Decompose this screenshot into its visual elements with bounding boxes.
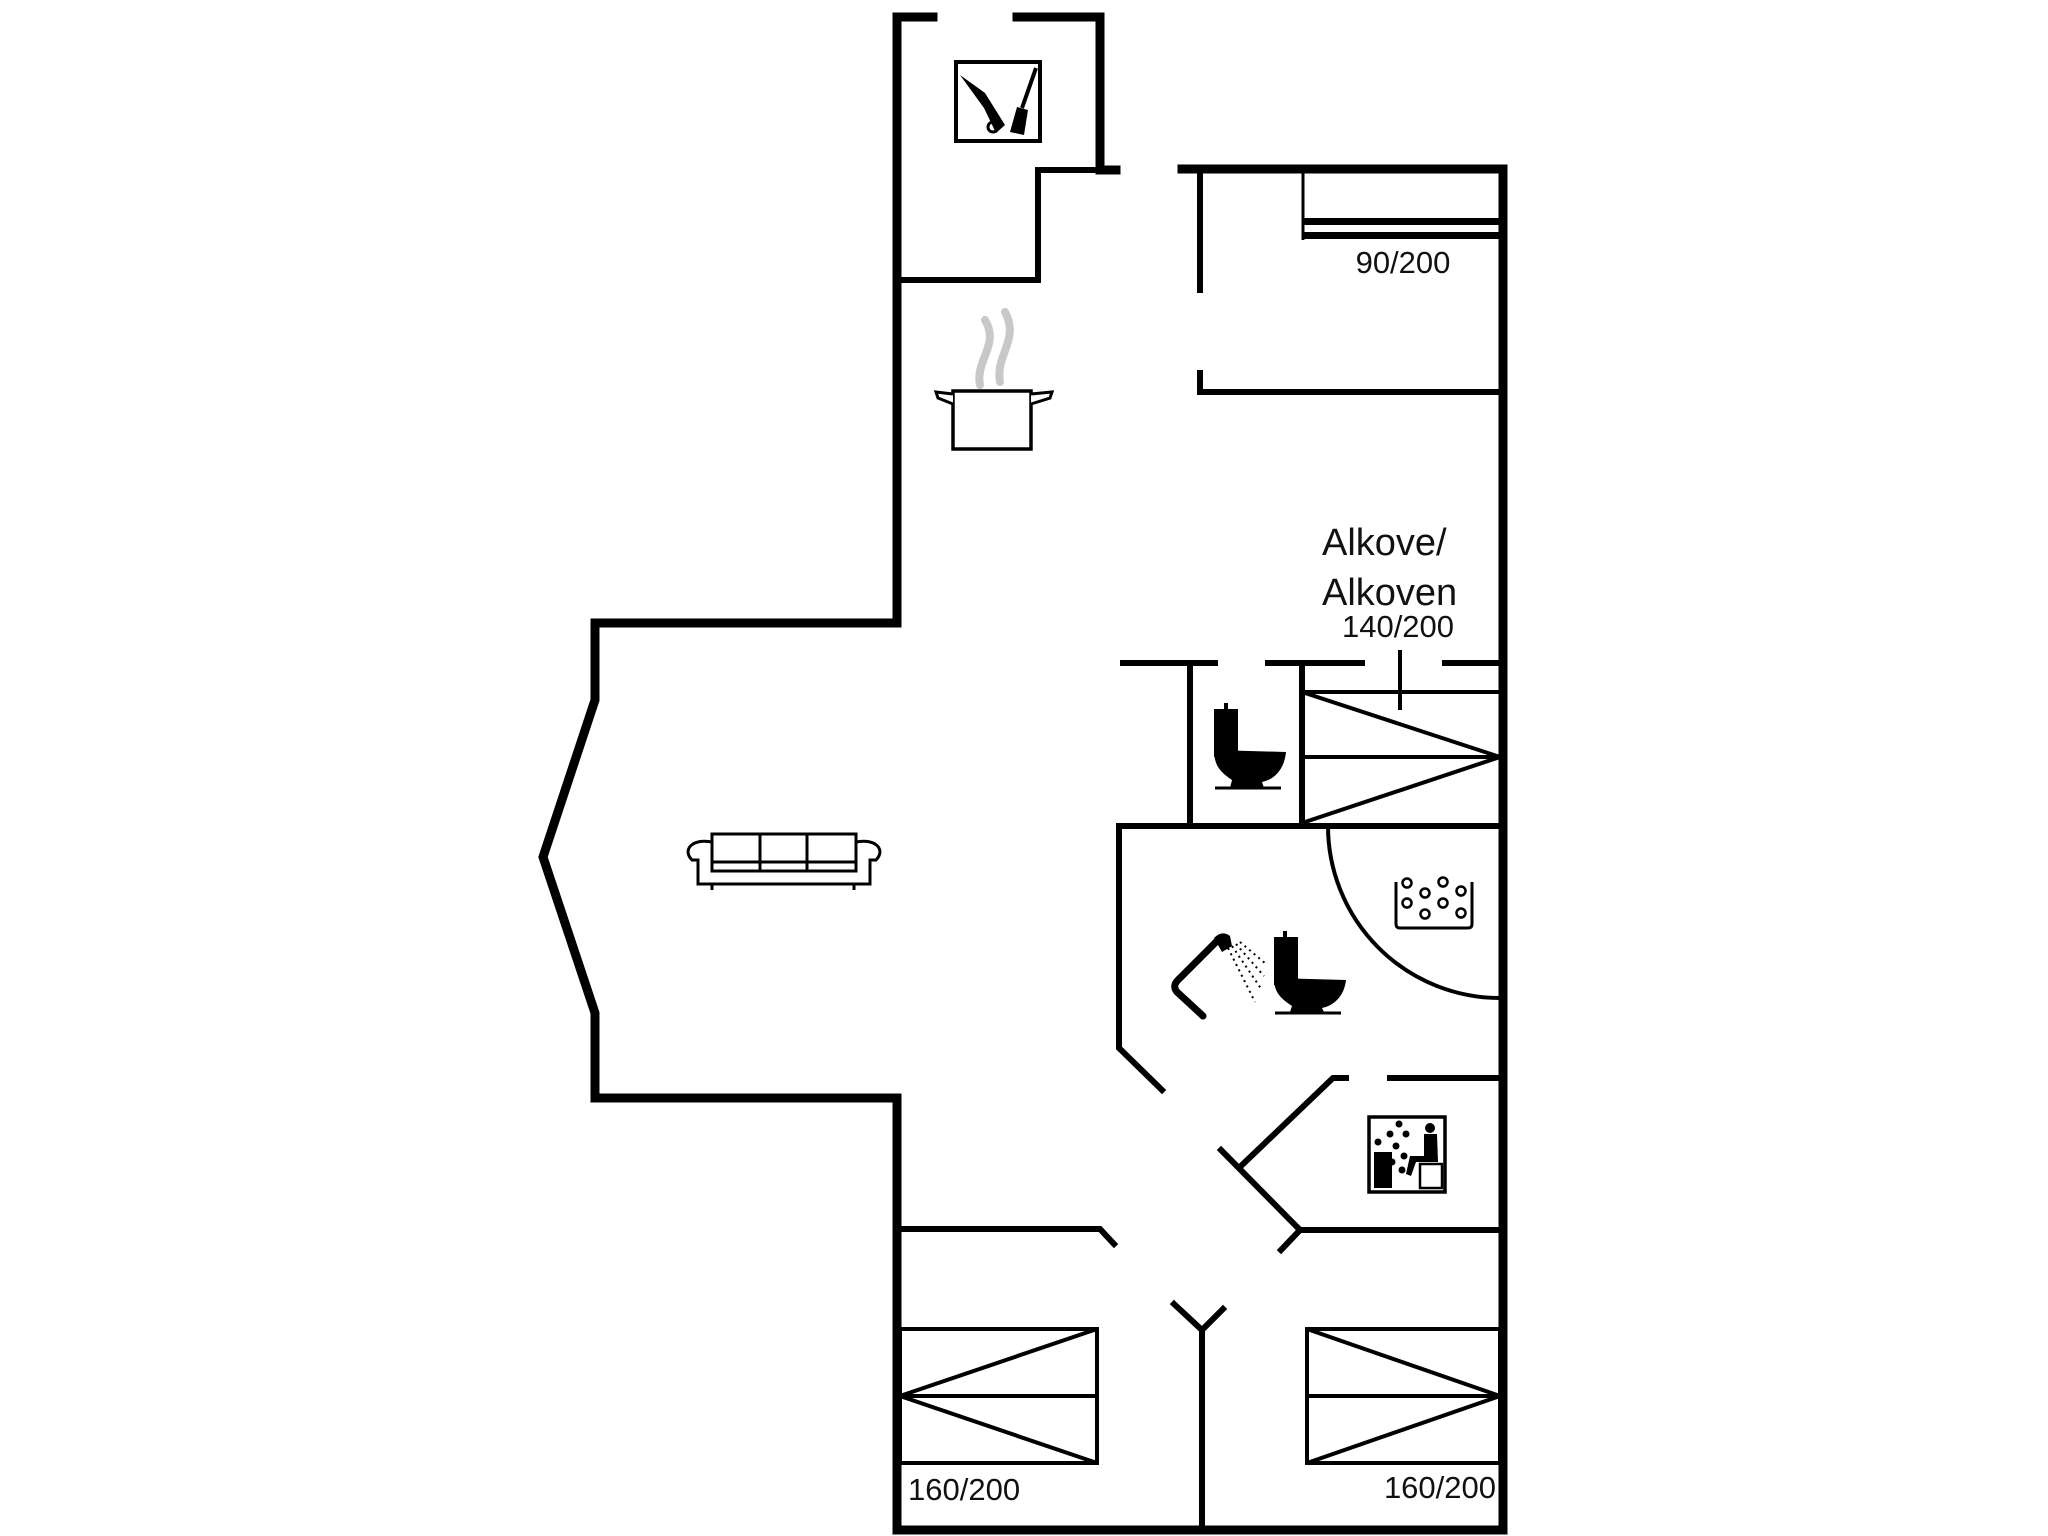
room-label: Alkove/ [1322, 522, 1447, 564]
wc [1187, 660, 1305, 829]
bedroom-left: 160/200 [898, 1327, 1099, 1507]
toilet-icon [1214, 703, 1286, 790]
alcove: Alkove/ Alkoven 140/200 [1120, 522, 1503, 825]
bed-size-label: 160/200 [908, 1472, 1020, 1507]
living-room [686, 832, 882, 890]
lower-bedroom-walls [894, 1226, 1228, 1533]
bedroom-single: 90/200 [1197, 169, 1503, 395]
bed-size-label: 90/200 [1356, 245, 1451, 280]
room-label: Alkoven [1322, 572, 1457, 614]
shower-icon [1171, 933, 1267, 1020]
sauna [1216, 1075, 1503, 1255]
double-bed-icon [898, 1327, 1099, 1465]
sauna-icon [1367, 1115, 1447, 1194]
cooking-pot-icon [933, 308, 1055, 451]
utility-room [894, 60, 1103, 283]
single-bed-icon [1301, 172, 1500, 240]
kitchen [933, 308, 1055, 451]
laundry-broom-icon [954, 60, 1042, 143]
bed-size-label: 140/200 [1342, 609, 1454, 644]
bathroom [1116, 823, 1503, 1095]
sofa-icon [686, 832, 882, 890]
double-bed-icon [1305, 1327, 1502, 1465]
double-bed-icon [1301, 690, 1501, 825]
bed-size-label: 160/200 [1384, 1470, 1496, 1505]
bedroom-right: 160/200 [1305, 1327, 1502, 1505]
exterior-walls [538, 12, 1508, 1535]
whirlpool-icon [1394, 876, 1474, 930]
whirlpool-partition [1326, 825, 1501, 1000]
toilet-icon [1274, 931, 1346, 1015]
